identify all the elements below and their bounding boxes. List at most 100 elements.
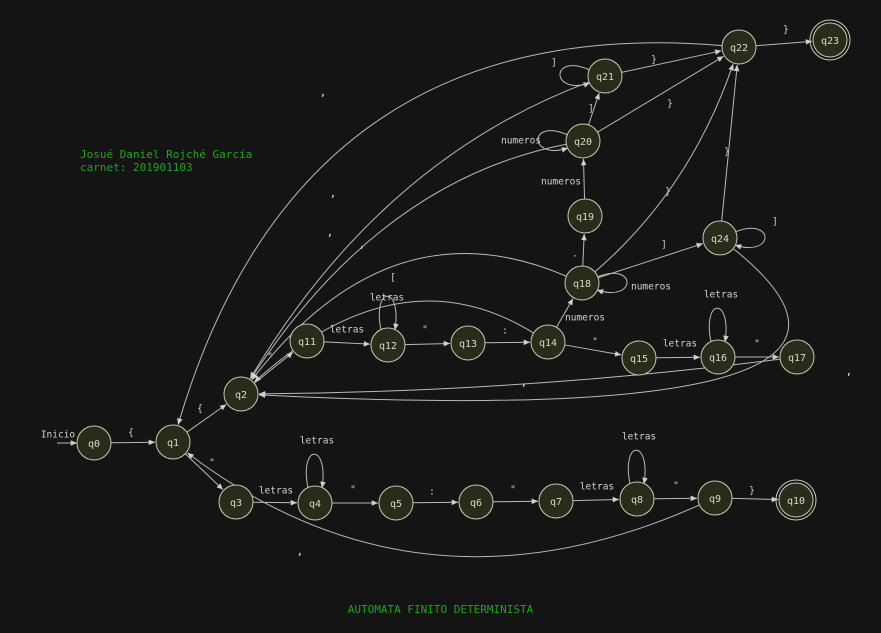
state-circle bbox=[619, 481, 655, 517]
state-circle bbox=[564, 265, 600, 301]
transition-q21-q22 bbox=[621, 49, 722, 73]
transition-label-q1-q2: { bbox=[197, 404, 203, 415]
transition-label-q15-q16: letras bbox=[663, 339, 697, 350]
state-q12: q12 bbox=[370, 327, 406, 363]
transition-q9-q1 bbox=[187, 452, 700, 558]
transition-label-q20-q2: , bbox=[327, 228, 333, 239]
transition-q1-q2 bbox=[186, 403, 227, 433]
transition-label-q0-q1: { bbox=[128, 428, 134, 439]
transition-label-q7-q8: letras bbox=[580, 482, 614, 493]
state-q5: q5 bbox=[378, 485, 414, 521]
state-label: q19 bbox=[576, 212, 594, 223]
state-circle bbox=[370, 327, 406, 363]
state-label: q4 bbox=[309, 499, 321, 510]
transition-q8-q8 bbox=[627, 449, 648, 485]
state-q1: q1 bbox=[155, 424, 191, 460]
transition-q1-q3 bbox=[184, 453, 224, 490]
transition-q6-q7 bbox=[492, 498, 539, 505]
state-circle bbox=[538, 483, 574, 519]
transition-q24-q2 bbox=[258, 248, 790, 402]
state-label: q12 bbox=[379, 341, 397, 352]
transition-label-q18-q18: numeros bbox=[631, 282, 671, 293]
transition-q19-q20 bbox=[580, 158, 587, 200]
state-circle bbox=[218, 484, 254, 520]
transition-q20-q22 bbox=[597, 55, 724, 133]
state-label: q5 bbox=[390, 499, 402, 510]
transition-label-q12-q12: letras bbox=[370, 293, 404, 304]
state-label: q16 bbox=[709, 353, 727, 364]
transition-label-q20-q20: numeros bbox=[501, 136, 541, 147]
transition-label-q20-q22: } bbox=[667, 99, 673, 110]
transition-label-q8-q9: " bbox=[673, 481, 679, 492]
state-circle bbox=[587, 58, 623, 94]
transition-label-q3-q4: letras bbox=[259, 486, 293, 497]
state-q17: q17 bbox=[779, 339, 815, 375]
state-label: q23 bbox=[821, 36, 839, 47]
state-circle bbox=[297, 485, 333, 521]
author-carnet: carnet: 201901103 bbox=[80, 161, 193, 174]
transition-label-q9-q10: } bbox=[749, 486, 755, 497]
state-q9: q9 bbox=[697, 480, 733, 516]
transition-q12-q13 bbox=[404, 340, 451, 347]
state-q3: q3 bbox=[218, 484, 254, 520]
state-circle bbox=[721, 29, 757, 65]
accepting-ring bbox=[775, 479, 817, 521]
state-label: q7 bbox=[550, 497, 562, 508]
state-q23: q23 bbox=[809, 19, 851, 61]
transition-label-q24-q24: ] bbox=[772, 217, 778, 228]
state-q18: q18 bbox=[564, 265, 600, 301]
state-q13: q13 bbox=[450, 325, 486, 361]
state-circle bbox=[697, 480, 733, 516]
state-label: q0 bbox=[88, 439, 100, 450]
state-q20: q20 bbox=[565, 123, 601, 159]
transition-label-q22-q1: , bbox=[320, 88, 326, 99]
state-label: q22 bbox=[730, 43, 748, 54]
transition-label-q9-q1: , bbox=[297, 547, 303, 558]
transition-label-q18-q19: . bbox=[572, 249, 578, 260]
transition-label-q19-q20: numeros bbox=[541, 177, 581, 188]
transition-label-q24-q22: } bbox=[724, 147, 730, 158]
state-circle bbox=[565, 123, 601, 159]
state-label: q10 bbox=[787, 496, 805, 507]
state-circle bbox=[778, 482, 814, 518]
state-circle bbox=[702, 220, 738, 256]
state-q0: q0 bbox=[76, 425, 112, 461]
transition-label-q21-q2: , bbox=[330, 189, 336, 200]
transition-label-q14-q18: numeros bbox=[565, 313, 605, 324]
state-label: q17 bbox=[788, 353, 806, 364]
transition-q18-q24 bbox=[598, 242, 704, 279]
transition-q15-q16 bbox=[655, 354, 701, 361]
transition-q20-q20 bbox=[537, 130, 569, 153]
transition-label-q21-q22: } bbox=[651, 55, 657, 66]
state-label: q21 bbox=[596, 72, 614, 83]
author-name: Josué Daniel Rojché García bbox=[80, 148, 253, 161]
state-q24: q24 bbox=[702, 220, 738, 256]
state-circle bbox=[621, 340, 657, 376]
state-q8: q8 bbox=[619, 481, 655, 517]
transition-label-q16-q17: " bbox=[754, 339, 760, 350]
state-label: q9 bbox=[709, 494, 721, 505]
transition-q24-q22 bbox=[721, 64, 740, 222]
state-q2: q2 bbox=[223, 376, 259, 412]
transition-label-q1-q3: " bbox=[209, 458, 215, 469]
state-label: q3 bbox=[230, 498, 242, 509]
transition-label-q20-q21: ] bbox=[588, 104, 594, 115]
start-label: Inicio bbox=[41, 430, 76, 441]
state-q4: q4 bbox=[297, 485, 333, 521]
transition-label-q4-q5: " bbox=[350, 485, 356, 496]
transition-q18-q22 bbox=[594, 63, 734, 273]
state-label: q1 bbox=[167, 438, 179, 449]
transition-label-q17-q2: , bbox=[521, 378, 527, 389]
transition-label-q14-q15: " bbox=[592, 337, 598, 348]
state-circle bbox=[458, 484, 494, 520]
transition-label-q18-q2: , bbox=[359, 240, 365, 251]
transition-q8-q9 bbox=[653, 495, 698, 502]
state-circle bbox=[779, 339, 815, 375]
state-q16: q16 bbox=[700, 339, 736, 375]
state-label: q11 bbox=[298, 337, 316, 348]
transition-q16-q16 bbox=[708, 307, 729, 343]
state-label: q14 bbox=[539, 338, 557, 349]
transition-q18-q19 bbox=[581, 233, 587, 267]
state-circle bbox=[378, 485, 414, 521]
